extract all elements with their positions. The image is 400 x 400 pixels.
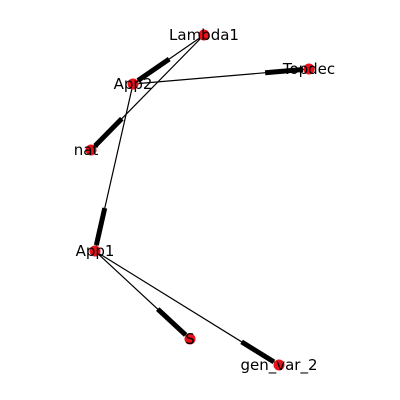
edge-arrowhead-Lambda1-nat	[93, 116, 124, 148]
node-nat	[85, 144, 97, 156]
node-Lambda1	[198, 29, 210, 41]
edge-arrowhead-App1-gen_var_2	[240, 339, 276, 364]
node-label-Topdec: Topdec	[282, 60, 335, 78]
nodes-layer	[85, 29, 315, 371]
node-label-Lambda1: Lambda1	[169, 26, 239, 44]
node-gen_var_2	[273, 359, 285, 371]
edge-arrowhead-App2-Topdec	[264, 67, 304, 76]
node-label-App1: App1	[76, 242, 115, 260]
node-S	[184, 333, 196, 345]
edges-layer	[90, 34, 310, 366]
node-label-S: S	[185, 330, 195, 348]
edge-arrowhead-App2-App1	[93, 207, 108, 246]
edge-arrowhead-Lambda1-App2	[136, 56, 171, 83]
node-Topdec	[303, 63, 315, 75]
node-label-App2: App2	[114, 75, 153, 93]
node-label-gen_var_2: gen_var_2	[240, 356, 317, 375]
node-App1	[89, 245, 101, 257]
node-label-nat: nat	[74, 141, 99, 159]
node-App2	[127, 78, 139, 90]
edge-arrowhead-App1-S	[156, 307, 188, 337]
